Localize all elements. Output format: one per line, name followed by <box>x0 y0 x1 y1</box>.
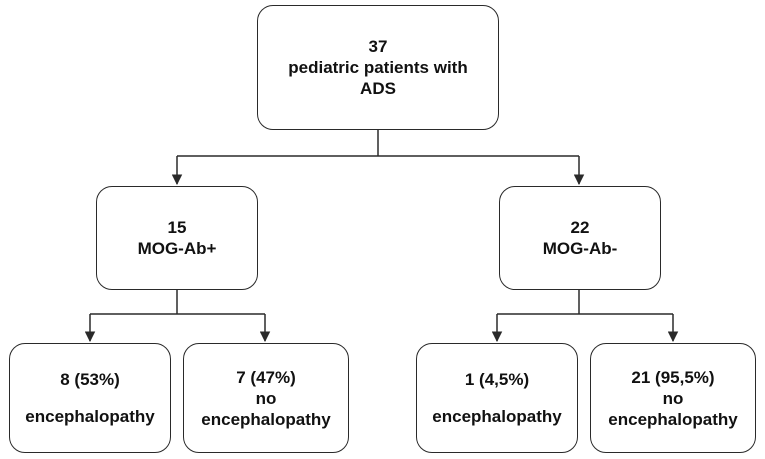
group-count: 15 <box>167 218 187 237</box>
outcome-node-mogpos-no-encephalopathy: 7 (47%) no encephalopathy <box>183 343 349 453</box>
group-count: 22 <box>570 218 590 237</box>
outcome-node-mogpos-encephalopathy: 8 (53%) encephalopathy <box>9 343 171 453</box>
outcome-label-line1: no <box>662 388 684 408</box>
group-node-mog-ab-negative: 22 MOG-Ab- <box>499 186 661 290</box>
root-count: 37 <box>368 37 388 56</box>
outcome-value: 8 (53%) <box>60 370 120 389</box>
outcome-value: 7 (47%) <box>236 367 296 387</box>
root-line1: pediatric patients with <box>288 58 468 77</box>
outcome-value: 21 (95,5%) <box>631 367 715 387</box>
outcome-label-line2: encephalopathy <box>201 409 331 429</box>
outcome-label: encephalopathy <box>432 407 562 426</box>
outcome-node-mogneg-encephalopathy: 1 (4,5%) encephalopathy <box>416 343 578 453</box>
outcome-label: encephalopathy <box>25 407 155 426</box>
outcome-label-line1: no <box>255 388 277 408</box>
group-node-mog-ab-positive: 15 MOG-Ab+ <box>96 186 258 290</box>
outcome-label-line2: encephalopathy <box>608 409 738 429</box>
group-label: MOG-Ab- <box>542 239 618 258</box>
root-line2: ADS <box>360 79 396 98</box>
group-label: MOG-Ab+ <box>137 239 217 258</box>
outcome-node-mogneg-no-encephalopathy: 21 (95,5%) no encephalopathy <box>590 343 756 453</box>
root-node: 37 pediatric patients with ADS <box>257 5 499 130</box>
outcome-value: 1 (4,5%) <box>464 370 530 389</box>
